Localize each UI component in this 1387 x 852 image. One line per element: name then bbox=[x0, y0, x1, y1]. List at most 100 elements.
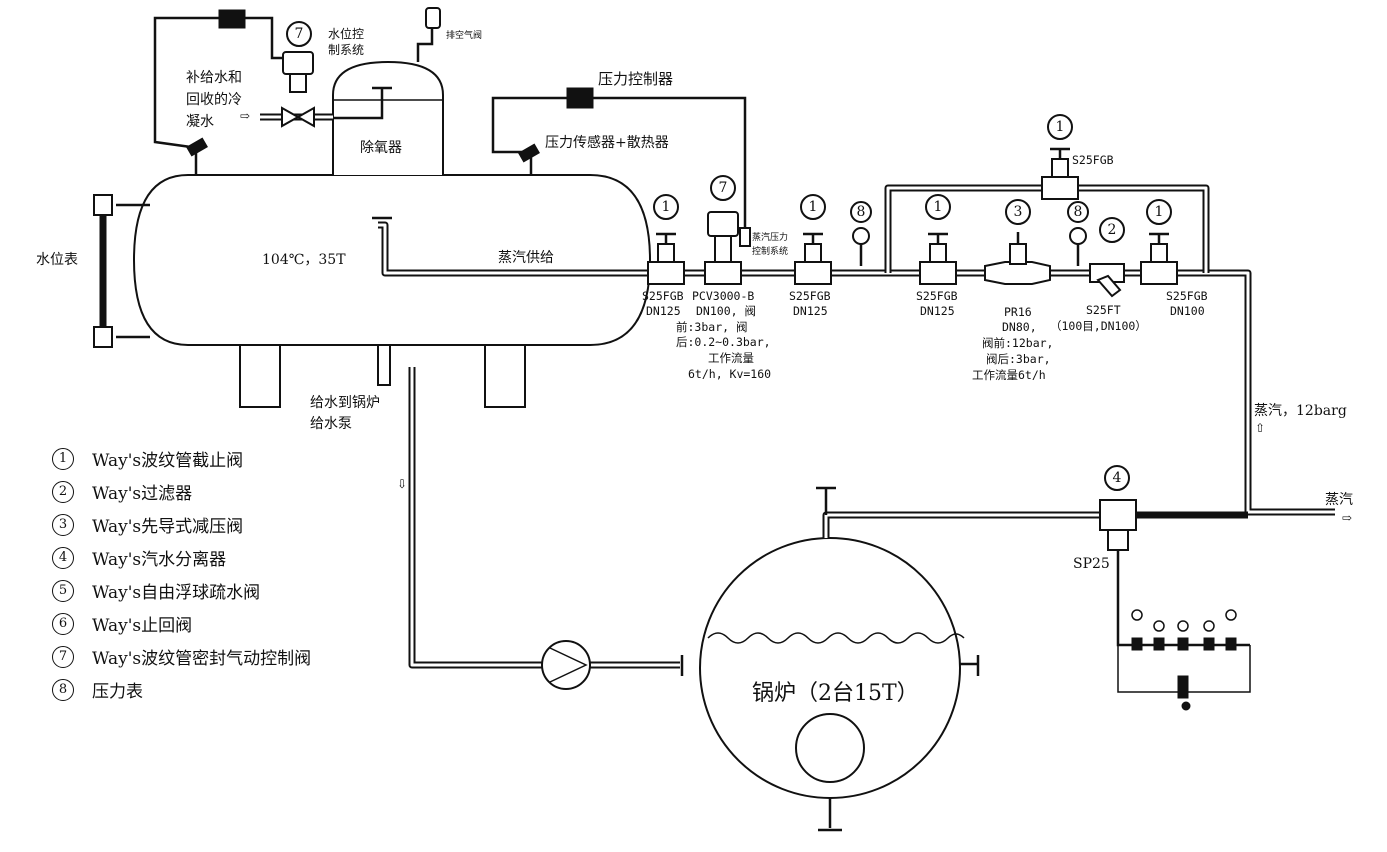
valve3-tag-2: DN125 bbox=[793, 304, 828, 318]
bypass-globe-valve bbox=[1041, 147, 1079, 200]
callout-1a bbox=[653, 194, 679, 220]
steam-12barg-label: 蒸汽，12barg bbox=[1254, 403, 1347, 419]
valve4-tag-2: DN125 bbox=[920, 304, 955, 318]
feed-water-down-arrow-icon: ⇩ bbox=[397, 477, 407, 491]
legend-text: Way's波纹管密封气动控制阀 bbox=[92, 649, 312, 669]
feed-water-label-2: 给水泵 bbox=[310, 416, 352, 432]
pressure-controller-box bbox=[566, 87, 594, 109]
pneumatic-control-valve-pcv bbox=[704, 211, 742, 285]
vent-pipe bbox=[416, 26, 434, 62]
valve4-tag-1: S25FGB bbox=[916, 289, 958, 303]
callout-1-bypass bbox=[1047, 114, 1073, 140]
drain-trap-assembly bbox=[1131, 609, 1237, 711]
legend-text: 压力表 bbox=[92, 682, 143, 702]
pressure-reducing-valve-pr16 bbox=[984, 232, 1051, 285]
callout-8b bbox=[1067, 201, 1089, 223]
sp25-label: SP25 bbox=[1073, 556, 1110, 572]
pcv-positioner bbox=[739, 227, 751, 247]
pressure-control-signal-line bbox=[491, 96, 747, 232]
level-control-label-2: 制系统 bbox=[328, 43, 364, 57]
callout-4 bbox=[1104, 465, 1130, 491]
legend-item: 4 Way's汽水分离器 bbox=[52, 541, 311, 574]
boiler-top-stub bbox=[816, 486, 836, 515]
pressure-gauge-1 bbox=[852, 227, 870, 266]
boiler-manhole bbox=[795, 713, 865, 783]
pressure-controller-label: 压力控制器 bbox=[598, 70, 673, 88]
feed-water-pipe-inner bbox=[410, 367, 680, 667]
callout-8b-num: 8 bbox=[1074, 204, 1083, 220]
feed-water-label-1: 给水到锅炉 bbox=[310, 395, 380, 411]
bypass-valve-tag: S25FGB bbox=[1072, 153, 1114, 167]
level-sensor-icon bbox=[186, 137, 208, 157]
legend-number: 6 bbox=[52, 612, 74, 635]
legend-item: 8 压力表 bbox=[52, 673, 311, 706]
callout-1c-num: 1 bbox=[934, 199, 943, 215]
legend-item: 1 Way's波纹管截止阀 bbox=[52, 442, 311, 475]
legend-number: 3 bbox=[52, 513, 74, 536]
legend-number: 4 bbox=[52, 546, 74, 569]
legend-number: 2 bbox=[52, 480, 74, 503]
makeup-water-label-1: 补给水和 bbox=[186, 70, 242, 86]
level-control-signal-line bbox=[153, 16, 294, 150]
callout-2 bbox=[1099, 217, 1125, 243]
vent-valve-icon bbox=[425, 7, 441, 29]
callout-1c bbox=[925, 194, 951, 220]
vent-valve-label: 排空气阀 bbox=[446, 29, 482, 41]
pcv-tag-5: 工作流量 bbox=[708, 351, 754, 365]
callout-2-num: 2 bbox=[1108, 222, 1117, 238]
pr16-tag-5: 工作流量6t/h bbox=[972, 368, 1046, 382]
deaerator-head bbox=[332, 60, 444, 175]
callout-7b-num: 7 bbox=[719, 180, 728, 196]
legend-item: 6 Way's止回阀 bbox=[52, 607, 311, 640]
callout-3-num: 3 bbox=[1014, 204, 1023, 220]
legend-text: Way's波纹管截止阀 bbox=[92, 451, 244, 471]
pcv-tag-4: 后:0.2~0.3bar, bbox=[676, 335, 771, 349]
steam-pressure-control-label-1: 蒸汽压力 bbox=[752, 231, 788, 243]
steam-out-label: 蒸汽 bbox=[1325, 492, 1353, 508]
pcv-tag-6: 6t/h, Kv=160 bbox=[688, 367, 771, 381]
valve5-tag-2: DN100 bbox=[1170, 304, 1205, 318]
callout-1b-num: 1 bbox=[809, 199, 818, 215]
legend-item: 5 Way's自由浮球疏水阀 bbox=[52, 574, 311, 607]
globe-valve-1 bbox=[647, 232, 685, 285]
steam-up-arrow-icon: ⇧ bbox=[1255, 421, 1265, 435]
deaerator-label: 除氧器 bbox=[360, 140, 402, 156]
pr16-tag-2: DN80, bbox=[1002, 320, 1037, 334]
valve3-tag-1: S25FGB bbox=[789, 289, 831, 303]
level-control-label-1: 水位控 bbox=[328, 26, 364, 41]
pr16-tag-4: 阀后:3bar, bbox=[986, 352, 1051, 366]
legend-text: Way's止回阀 bbox=[92, 616, 193, 636]
legend-item: 7 Way's波纹管密封气动控制阀 bbox=[52, 640, 311, 673]
globe-valve-3 bbox=[794, 232, 832, 285]
pcv-tag-2: DN100, 阀 bbox=[696, 304, 756, 318]
pr16-tag-3: 阀前:12bar, bbox=[982, 336, 1053, 350]
callout-1-bypass-num: 1 bbox=[1056, 119, 1065, 135]
tank-condition-label: 104℃，35T bbox=[262, 252, 346, 268]
callout-1d bbox=[1146, 199, 1172, 225]
steam-out-arrow-icon: ⇨ bbox=[1342, 511, 1352, 525]
callout-1b bbox=[800, 194, 826, 220]
tank-saddle-left bbox=[239, 344, 281, 408]
globe-valve-5 bbox=[1140, 232, 1178, 285]
steam-supply-label: 蒸汽供给 bbox=[498, 250, 554, 266]
boiler-steam-outlet-pipe bbox=[822, 511, 1100, 538]
legend: 1 Way's波纹管截止阀 2 Way's过滤器 3 Way's先导式减压阀 4… bbox=[52, 442, 311, 706]
callout-7a-num: 7 bbox=[295, 26, 304, 42]
pressure-gauge-2 bbox=[1069, 227, 1087, 266]
pcv-tag-1: PCV3000-B bbox=[692, 289, 754, 303]
strainer-tag-1: S25FT bbox=[1086, 303, 1121, 317]
valve1-tag-2: DN125 bbox=[646, 304, 681, 318]
callout-3 bbox=[1005, 199, 1031, 225]
legend-text: Way's过滤器 bbox=[92, 484, 193, 504]
legend-item: 2 Way's过滤器 bbox=[52, 475, 311, 508]
legend-text: Way's自由浮球疏水阀 bbox=[92, 583, 261, 603]
legend-text: Way's先导式减压阀 bbox=[92, 517, 244, 537]
water-gauge-connections bbox=[116, 203, 150, 339]
deaerator-inner-pipe bbox=[310, 86, 392, 120]
steam-separator-sp25 bbox=[1099, 499, 1137, 551]
legend-number: 5 bbox=[52, 579, 74, 602]
pressure-sensor-label: 压力传感器+散热器 bbox=[545, 134, 669, 151]
globe-valve-4 bbox=[919, 232, 957, 285]
water-gauge-top-fitting bbox=[93, 194, 113, 216]
callout-1d-num: 1 bbox=[1155, 204, 1164, 220]
